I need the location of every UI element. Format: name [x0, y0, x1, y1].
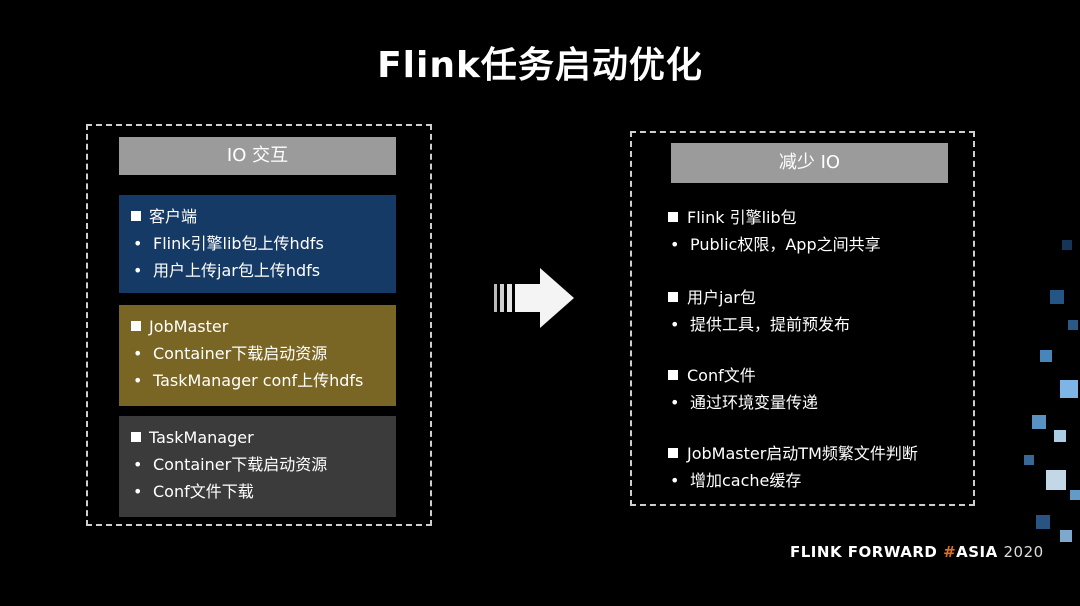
optimization-group: Flink 引擎lib包 • Public权限，App之间共享: [668, 204, 881, 258]
bullet-icon: •: [133, 455, 143, 474]
square-bullet-icon: [668, 292, 678, 302]
list-item: 提供工具，提前预发布: [690, 315, 851, 334]
optimization-group: JobMaster启动TM频繁文件判断 • 增加cache缓存: [668, 440, 918, 494]
square-bullet-icon: [131, 432, 141, 442]
optimization-group: Conf文件 • 通过环境变量传递: [668, 362, 818, 416]
list-item: Container下载启动资源: [153, 455, 328, 474]
group-heading: JobMaster启动TM频繁文件判断: [687, 444, 918, 463]
group-heading: Flink 引擎lib包: [687, 208, 797, 227]
bullet-icon: •: [133, 234, 143, 253]
io-interaction-panel: IO 交互 客户端 • Flink引擎lib包上传hdfs • 用户上传jar包上传…: [86, 124, 432, 526]
client-heading: 客户端: [149, 207, 198, 226]
brand-hash: #: [943, 543, 957, 561]
group-heading: 用户jar包: [687, 288, 756, 307]
list-item: 通过环境变量传递: [690, 393, 819, 412]
brand-main: FLINK FORWARD: [790, 543, 938, 561]
bullet-icon: •: [670, 235, 680, 254]
list-item: 增加cache缓存: [690, 471, 802, 490]
reduce-io-header: 减少 IO: [671, 143, 948, 183]
client-box: 客户端 • Flink引擎lib包上传hdfs • 用户上传jar包上传hdfs: [119, 195, 396, 293]
list-item: Flink引擎lib包上传hdfs: [153, 234, 324, 253]
arrow-right-icon: [494, 268, 574, 328]
optimization-group: 用户jar包 • 提供工具，提前预发布: [668, 284, 850, 338]
list-item: TaskManager conf上传hdfs: [153, 371, 364, 390]
list-item: Conf文件下载: [153, 482, 254, 501]
bullet-icon: •: [133, 482, 143, 501]
square-bullet-icon: [131, 211, 141, 221]
brand-year: 2020: [1003, 543, 1044, 561]
bullet-icon: •: [670, 471, 680, 490]
list-item: Container下载启动资源: [153, 344, 328, 363]
brand-asia: ASIA: [956, 543, 998, 561]
decorative-pattern: [1024, 240, 1080, 542]
square-bullet-icon: [131, 321, 141, 331]
event-brand: FLINK FORWARD #ASIA 2020: [790, 543, 1044, 561]
bullet-icon: •: [133, 344, 143, 363]
bullet-icon: •: [133, 261, 143, 280]
bullet-icon: •: [133, 371, 143, 390]
group-heading: Conf文件: [687, 366, 756, 385]
square-bullet-icon: [668, 448, 678, 458]
bullet-icon: •: [670, 393, 680, 412]
jobmaster-box: JobMaster • Container下载启动资源 • TaskManager …: [119, 305, 396, 406]
reduce-io-panel: 减少 IO Flink 引擎lib包 • Public权限，App之间共享 用户j…: [630, 131, 975, 506]
square-bullet-icon: [668, 370, 678, 380]
list-item: Public权限，App之间共享: [690, 235, 881, 254]
slide-title: Flink任务启动优化: [377, 45, 703, 86]
taskmanager-heading: TaskManager: [149, 428, 254, 447]
taskmanager-box: TaskManager • Container下载启动资源 • Conf文件下载: [119, 416, 396, 517]
bullet-icon: •: [670, 315, 680, 334]
list-item: 用户上传jar包上传hdfs: [153, 261, 321, 280]
square-bullet-icon: [668, 212, 678, 222]
jobmaster-heading: JobMaster: [149, 317, 229, 336]
io-interaction-header: IO 交互: [119, 137, 396, 175]
